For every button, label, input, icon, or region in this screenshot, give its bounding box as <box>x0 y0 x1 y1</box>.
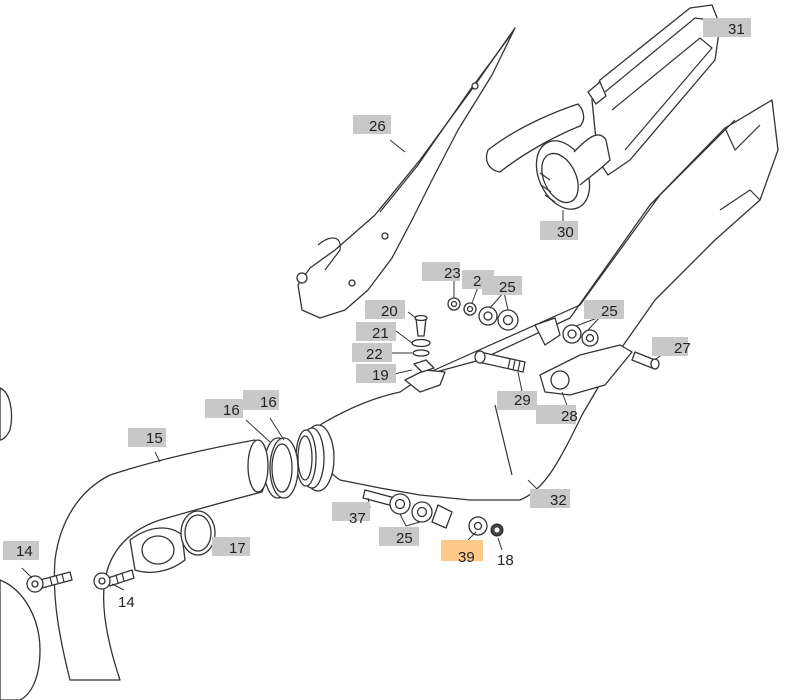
callout-31-text: 31 <box>728 21 745 38</box>
callout-26-text: 26 <box>369 118 386 135</box>
callout-31: 31 <box>703 18 751 38</box>
lower-hardware-part <box>362 489 504 537</box>
callout-30: 30 <box>540 221 578 241</box>
callout-19-text: 19 <box>372 367 389 384</box>
callout-37: 37 <box>332 502 370 527</box>
callout-23: 23 <box>422 262 461 282</box>
callout-25-lower-text: 25 <box>396 530 413 547</box>
callout-39-text: 39 <box>458 549 475 566</box>
callout-25-lower: 25 <box>379 527 419 547</box>
silencer-body-part <box>318 99 779 501</box>
callout-16-left-text: 16 <box>223 402 240 419</box>
callout-25-upper-text: 25 <box>499 279 516 296</box>
callout-14-right: 14 <box>118 594 135 611</box>
callout-37-text: 37 <box>349 510 366 527</box>
callout-30-text: 30 <box>557 224 574 241</box>
callout-25-right: 25 <box>584 300 624 320</box>
heat-shield-part <box>296 27 516 319</box>
callout-29-text: 29 <box>514 392 531 409</box>
outlet-tube-part <box>485 103 611 210</box>
callout-18: 18 <box>497 552 514 569</box>
bolt-27-part <box>631 351 660 370</box>
callout-32-text: 32 <box>550 492 567 509</box>
callout-21-text: 21 <box>372 325 389 342</box>
bolt-29-part <box>474 350 526 373</box>
callout-22-text: 22 <box>366 346 383 363</box>
callout-39-highlighted: 39 <box>441 540 483 566</box>
callout-21: 21 <box>356 322 396 342</box>
callout-20-text: 20 <box>381 303 398 320</box>
callout-16-right-text: 16 <box>260 394 277 411</box>
callout-14-right-text: 14 <box>118 594 135 611</box>
left-pipe-fragment-part <box>0 387 41 700</box>
header-pipe-part <box>53 439 269 681</box>
callout-17-text: 17 <box>229 540 246 557</box>
silencer-inlet-part <box>295 424 335 492</box>
callout-16-right: 16 <box>243 390 279 411</box>
callout-19: 19 <box>356 364 396 384</box>
callout-27-text: 27 <box>674 340 691 357</box>
callout-22: 22 <box>352 343 392 363</box>
callout-15: 15 <box>128 428 166 447</box>
gasket-17-part <box>180 510 216 556</box>
callout-17: 17 <box>212 537 250 557</box>
callout-27: 27 <box>652 337 691 357</box>
callout-26: 26 <box>353 115 391 135</box>
bracket-part <box>534 317 633 396</box>
callout-15-text: 15 <box>146 430 163 447</box>
callout-18-text: 18 <box>497 552 514 569</box>
callout-28-text: 28 <box>561 408 578 425</box>
callout-25-right-text: 25 <box>601 303 618 320</box>
callout-28: 28 <box>536 405 578 425</box>
callout-32: 32 <box>530 489 570 509</box>
callout-14-left: 14 <box>3 541 39 560</box>
callout-16-left: 16 <box>205 399 243 419</box>
clamp-part <box>404 314 446 393</box>
callout-25-upper: 25 <box>482 276 522 296</box>
bolts-14-part <box>26 569 135 593</box>
callout-20: 20 <box>365 300 405 320</box>
callout-23-text: 23 <box>444 265 461 282</box>
callout-14-left-text: 14 <box>16 543 33 560</box>
gaskets-part <box>263 437 299 499</box>
callout-29: 29 <box>497 391 537 410</box>
